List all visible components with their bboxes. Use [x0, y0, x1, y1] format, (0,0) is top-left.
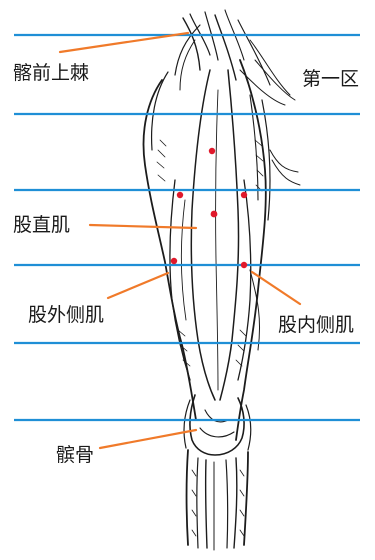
leader-rectus [90, 225, 196, 228]
leader-patella [100, 430, 196, 448]
label-patella: 髌骨 [56, 446, 94, 465]
marker-point [241, 192, 247, 198]
label-vastus-lateralis: 股外侧肌 [28, 306, 104, 325]
marker-point [241, 262, 247, 268]
leader-medialis [252, 272, 300, 304]
leg-sketch [144, 10, 300, 550]
label-asis: 髂前上棘 [13, 64, 89, 83]
marker-point [177, 192, 183, 198]
marker-point [211, 211, 218, 218]
label-zone: 第一区 [302, 70, 359, 89]
marker-point [171, 258, 177, 264]
label-rectus-femoris: 股直肌 [13, 216, 70, 235]
marker-point [209, 148, 215, 154]
leader-lateralis [108, 273, 168, 298]
label-vastus-medialis: 股内侧肌 [278, 316, 354, 335]
